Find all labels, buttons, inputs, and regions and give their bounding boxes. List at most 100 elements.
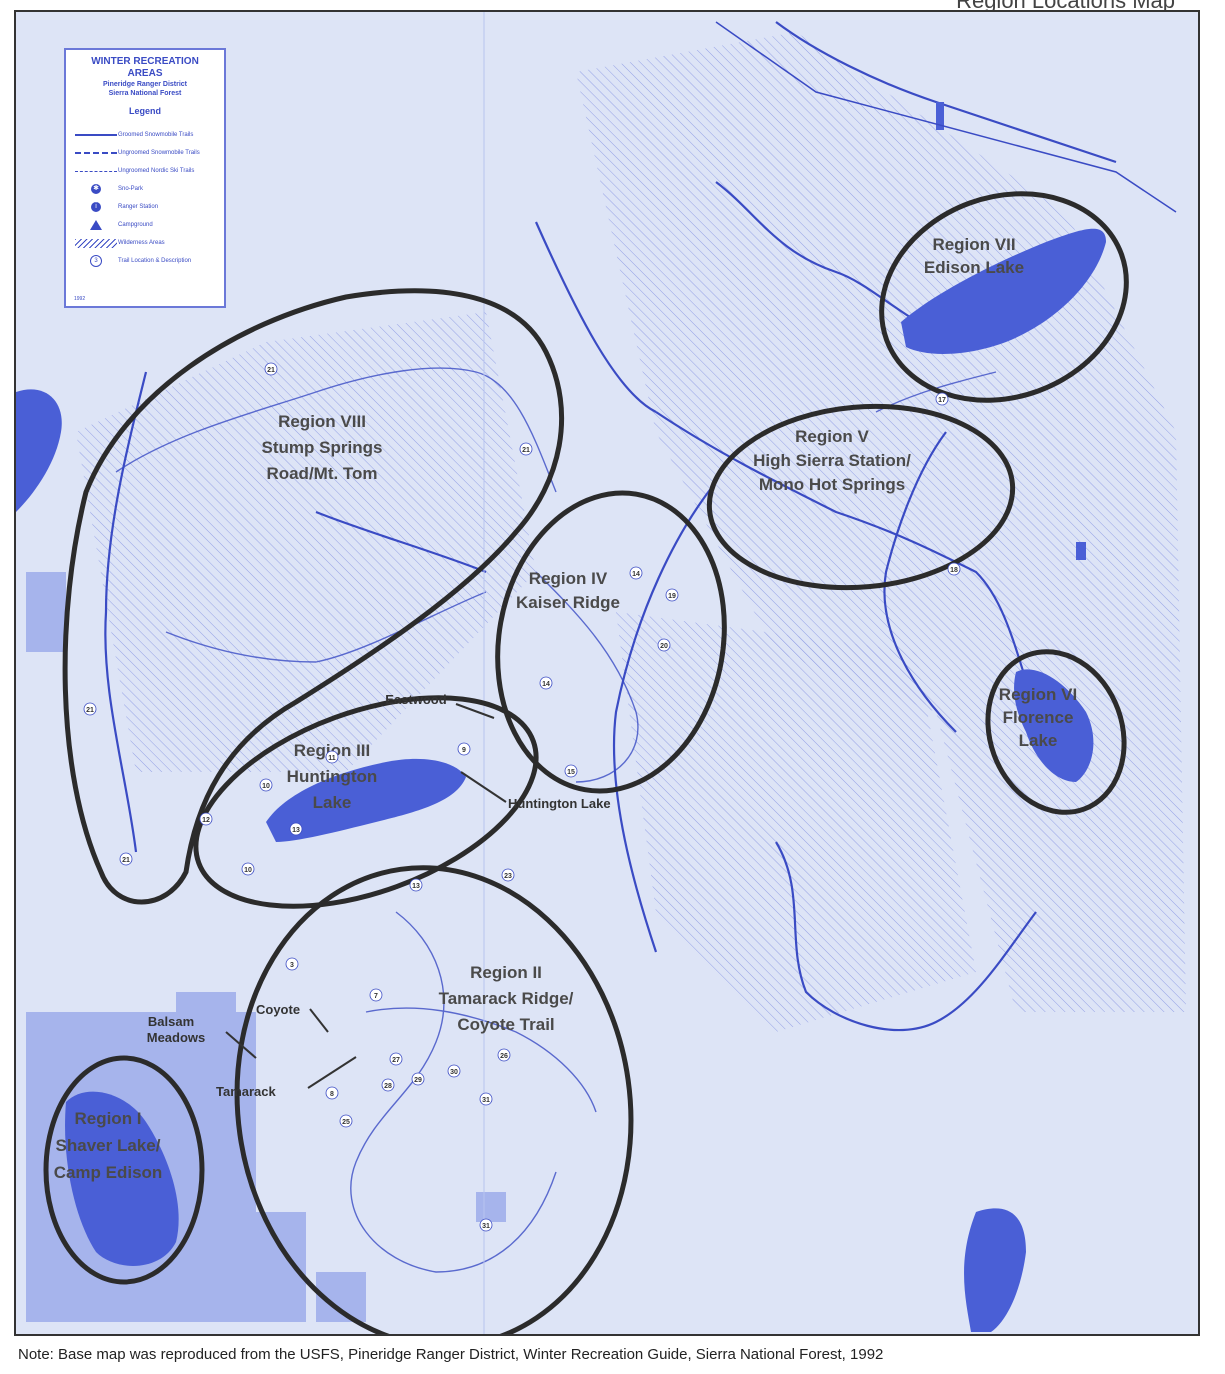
trail-marker — [325, 1086, 339, 1100]
campground-icon — [90, 220, 102, 230]
trail-marker — [479, 1092, 493, 1106]
legend-item: ✱Sno-Park — [74, 180, 216, 198]
trail-number: 21 — [267, 367, 275, 374]
legend-item: Ungroomed Snowmobile Trails — [74, 144, 216, 162]
trail-number: 31 — [482, 1223, 490, 1230]
place-label: Coyote — [256, 1002, 300, 1017]
region-vii-label: Region VII — [932, 235, 1015, 254]
trail-marker — [457, 742, 471, 756]
region-iii-label: Huntington — [287, 767, 378, 786]
trail-number: 7 — [374, 993, 378, 1000]
pond-2 — [1076, 542, 1086, 560]
legend-heading: Legend — [128, 106, 161, 116]
trail-marker — [285, 957, 299, 971]
lakes — [16, 102, 1106, 1332]
trail-marker — [447, 1064, 461, 1078]
trail-number: 17 — [938, 397, 946, 404]
trail-number: 12 — [202, 817, 210, 824]
coyote-pointer — [309, 1008, 329, 1033]
region-v-label: Mono Hot Springs — [759, 475, 905, 494]
region-v-label: High Sierra Station/ — [753, 451, 911, 470]
trail-number: 19 — [668, 593, 676, 600]
west-reservoir — [16, 389, 62, 512]
trail-number: 9 — [462, 747, 466, 754]
ungroomed-trail-line-icon — [75, 152, 117, 154]
trail-number: 15 — [567, 769, 575, 776]
shaver-lake — [65, 1091, 179, 1266]
trail-number: 21 — [86, 707, 94, 714]
trail-marker — [241, 862, 255, 876]
trail-marker — [564, 764, 578, 778]
shaded-parcels — [26, 572, 506, 1322]
region-iii-label: Lake — [313, 793, 352, 812]
trail-marker — [389, 1052, 403, 1066]
region-ii-label: Region II — [470, 963, 542, 982]
region-iii-outline — [193, 695, 539, 909]
trail-number: 13 — [412, 883, 420, 890]
region-viii-label: Region VIII — [278, 412, 366, 431]
trail-marker — [289, 822, 303, 836]
region-i-label: Region I — [74, 1109, 141, 1128]
pointer-lines — [225, 703, 507, 1089]
trail-number: 31 — [482, 1097, 490, 1104]
region-iii-label: Region III — [294, 741, 371, 760]
map-frame: Region I Shaver Lake/Camp Edison Region II… — [14, 10, 1200, 1336]
trail-marker — [119, 852, 133, 866]
mammoth-pool — [964, 1208, 1026, 1332]
region-iv-label: Kaiser Ridge — [516, 593, 620, 612]
place-label: Balsam — [148, 1014, 194, 1029]
trail-marker — [539, 676, 553, 690]
trail-marker — [497, 1048, 511, 1062]
groomed-trail-line-icon — [75, 134, 117, 136]
region-vii-label: Edison Lake — [924, 258, 1024, 277]
region-v-outline — [706, 403, 1016, 591]
trail-number: 30 — [450, 1069, 458, 1076]
trail-marker — [199, 812, 213, 826]
trail-marker — [935, 392, 949, 406]
region-iv-label: Region IV — [529, 569, 608, 588]
huntington-lake-pointer — [460, 771, 507, 803]
trail-number: 27 — [392, 1057, 400, 1064]
region-viii-label: Road/Mt. Tom — [266, 464, 377, 483]
legend: WINTER RECREATION AREAS Pineridge Ranger… — [64, 48, 226, 308]
place-label: Meadows — [147, 1030, 206, 1045]
trail-marker — [409, 878, 423, 892]
trail-number: 29 — [414, 1077, 422, 1084]
nordic-trail-line-icon — [75, 170, 117, 172]
trail-number: 3 — [290, 962, 294, 969]
trail-number: 10 — [262, 783, 270, 790]
trail-number: 14 — [632, 571, 640, 578]
trail-number: 13 — [292, 827, 300, 834]
trail-number: 8 — [330, 1091, 334, 1098]
region-i-outline — [43, 1055, 205, 1285]
trail-number: 10 — [244, 867, 252, 874]
region-labels: Region I Shaver Lake/Camp Edison Region II… — [54, 235, 1078, 1182]
place-label: Tamarack — [216, 1084, 277, 1099]
trail-numbers: 2121212110101112139141415192017182313372… — [83, 362, 961, 1232]
region-v-label: Region V — [795, 427, 869, 446]
region-vi-outline — [985, 649, 1127, 815]
region-viii-outline — [62, 288, 565, 905]
trail-marker — [325, 750, 339, 764]
region-vii-outline — [879, 191, 1129, 403]
region-ii-label: Tamarack Ridge/ — [439, 989, 574, 1008]
trail-marker — [501, 868, 515, 882]
trail-marker — [339, 1114, 353, 1128]
circled-number-icon: 3 — [90, 255, 102, 267]
map-title-fragment: Region Locations Map — [956, 0, 1175, 13]
trail-marker — [629, 566, 643, 580]
region-i-label: Camp Edison — [54, 1163, 163, 1182]
trail-number: 21 — [522, 447, 530, 454]
region-ii-label: Coyote Trail — [457, 1015, 554, 1034]
region-i-label: Shaver Lake/ — [56, 1136, 161, 1155]
trail-number: 14 — [542, 681, 550, 688]
region-vi-label: Lake — [1019, 731, 1058, 750]
trail-number: 25 — [342, 1119, 350, 1126]
region-viii-label: Stump Springs — [262, 438, 383, 457]
trail-number: 28 — [384, 1083, 392, 1090]
wilderness-areas — [76, 32, 1186, 1032]
region-iv-outline — [495, 490, 727, 794]
trail-number: 18 — [950, 567, 958, 574]
